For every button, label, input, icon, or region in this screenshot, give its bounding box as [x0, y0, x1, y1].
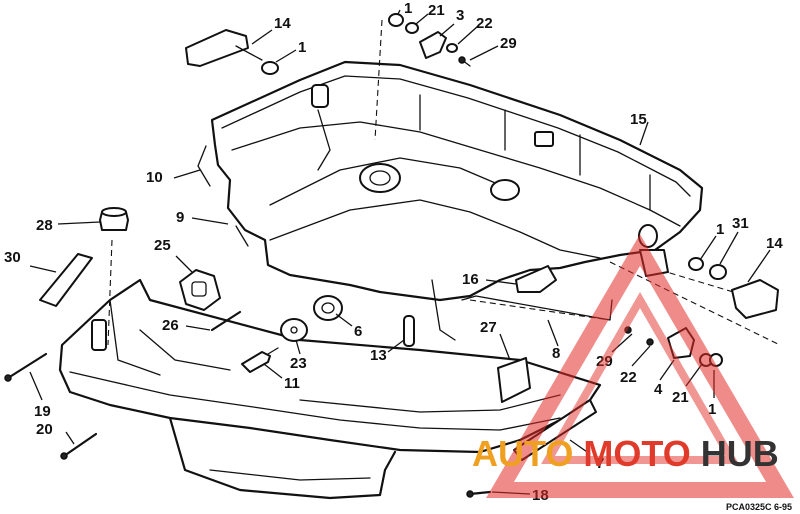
upper-cowl-shell	[210, 60, 704, 341]
callout-28: 28	[36, 217, 53, 234]
callout-1: 1	[716, 221, 724, 238]
lower-cowl-shell	[58, 278, 602, 500]
callout-26: 26	[162, 317, 179, 334]
callout-1: 1	[298, 39, 306, 56]
drawing-date: 6-95	[774, 502, 792, 512]
callout-1: 1	[404, 0, 412, 17]
callout-30: 30	[4, 249, 21, 266]
callout-14: 14	[766, 235, 783, 252]
watermark-hub: HUB	[701, 433, 779, 474]
callout-31: 31	[732, 215, 749, 232]
handle-14-top	[185, 29, 249, 67]
callout-14: 14	[274, 15, 291, 32]
drawing-code: PCA0325C	[726, 502, 772, 512]
callout-3: 3	[456, 7, 464, 24]
callout-22: 22	[620, 369, 637, 386]
callout-8: 8	[552, 345, 560, 362]
callout-19: 19	[34, 403, 51, 420]
callout-21: 21	[672, 389, 689, 406]
callout-13: 13	[370, 347, 387, 364]
alignment-guides	[107, 19, 781, 346]
callout-29: 29	[500, 35, 517, 52]
callout-6: 6	[354, 323, 362, 340]
callout-22: 22	[476, 15, 493, 32]
callout-27: 27	[480, 319, 497, 336]
callout-labels: 1 21 3 22 29 14 1 15 10 9 28 25 30 26 6 …	[4, 0, 783, 504]
callout-10: 10	[146, 169, 163, 186]
callout-1: 1	[708, 401, 716, 418]
watermark-auto: AUTO	[472, 433, 573, 474]
callout-11: 11	[284, 375, 300, 392]
callout-9: 9	[176, 209, 184, 226]
watermark-logo: AUTO MOTO HUB	[472, 234, 794, 498]
callout-25: 25	[154, 237, 171, 254]
callout-15: 15	[630, 111, 647, 128]
callout-23: 23	[290, 355, 307, 372]
drawing-reference: PCA0325C 6-95	[726, 502, 792, 512]
callout-4: 4	[654, 381, 663, 398]
callout-20: 20	[36, 421, 53, 438]
watermark-moto: MOTO	[583, 433, 690, 474]
callout-21: 21	[428, 2, 445, 19]
svg-text:AUTO MOTO HUB: AUTO MOTO HUB	[472, 433, 779, 474]
callout-16: 16	[462, 271, 479, 288]
handle-14-right	[731, 279, 779, 319]
